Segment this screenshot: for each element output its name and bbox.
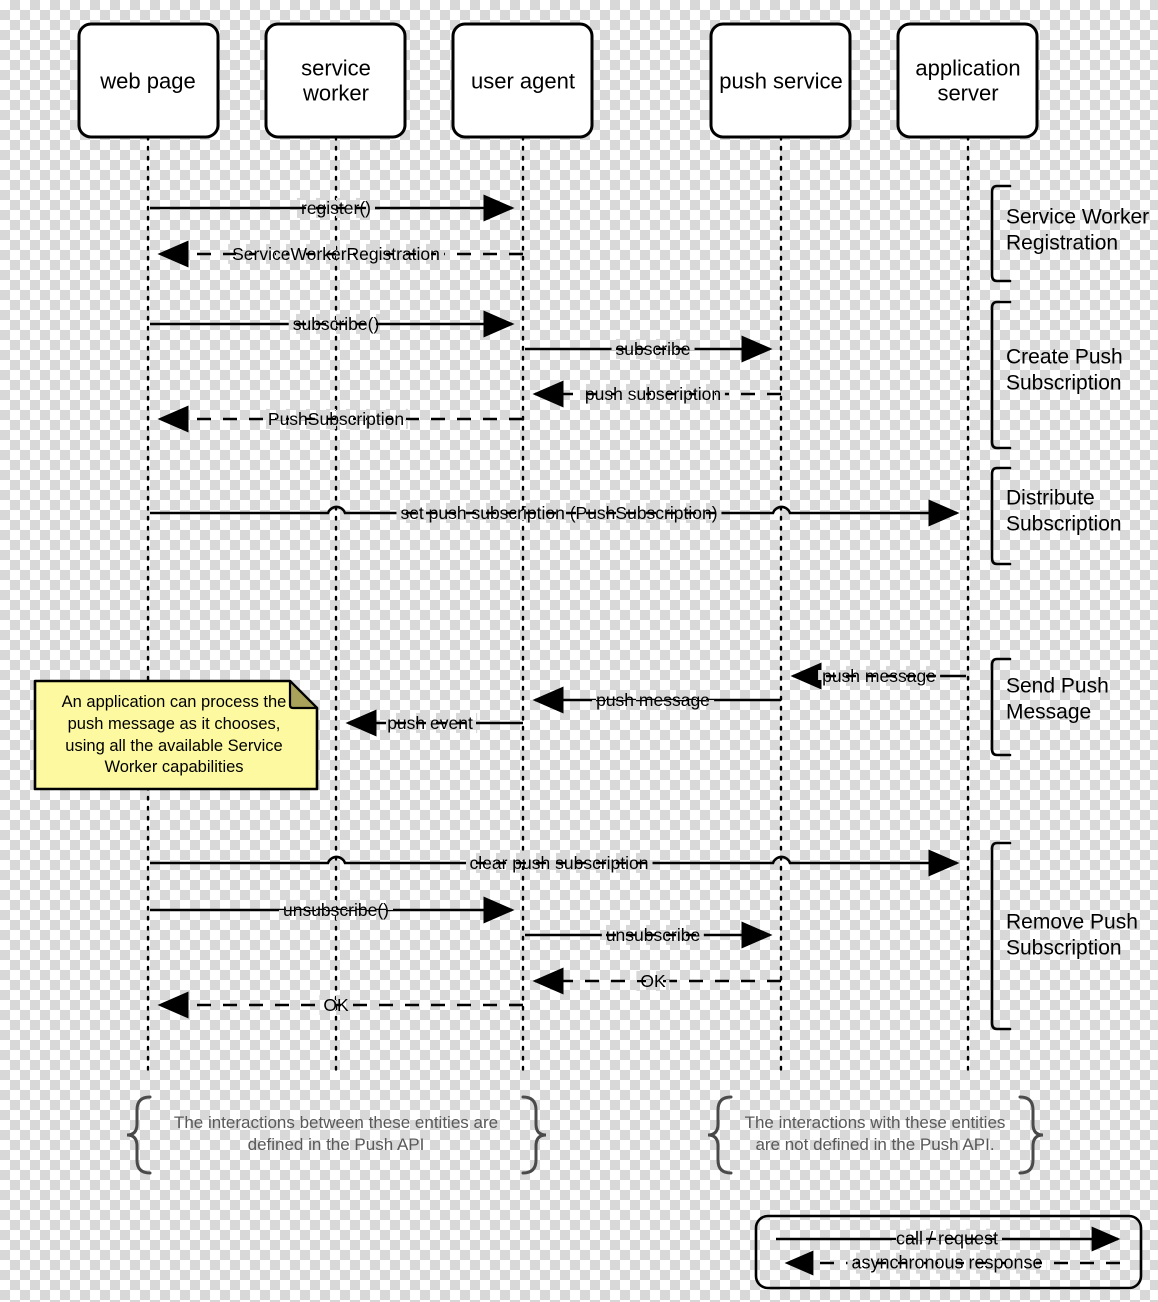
group-label-line: Subscription [1006, 512, 1122, 535]
scope-label-line: are not defined in the Push API. [755, 1135, 995, 1154]
message-label-push-message-to-agent: push message [592, 689, 714, 711]
note-text: An application can process the push mess… [43, 692, 305, 779]
group-bracket-distribute-subscription [990, 466, 1012, 566]
note-line: Worker capabilities [104, 758, 244, 777]
group-label-line: Service Worker [1006, 205, 1150, 229]
actor-label-line: push service [719, 68, 843, 94]
scope-label-line: The interactions with these entities [744, 1112, 1006, 1132]
group-bracket-create-push-subscription [990, 300, 1012, 450]
message-label-unsubscribe: unsubscribe [602, 924, 704, 946]
actor-label-line: server [937, 81, 999, 106]
actor-label-line: service [301, 55, 371, 81]
message-label-subscribe: subscribe [612, 338, 695, 360]
actor-label-service-worker: service worker [301, 56, 371, 107]
group-bracket-service-worker-registration [990, 184, 1012, 283]
note-application-note [33, 679, 319, 791]
scope-brace-outside-left [707, 1095, 733, 1175]
group-bracket-remove-push-subscription [990, 841, 1012, 1031]
legend-label-call-request: call / request [892, 1228, 1002, 1250]
group-label-send-push-message: Send Push Message [1006, 673, 1109, 724]
message-label-unsubscribe-call: unsubscribe() [279, 899, 393, 921]
message-label-set-push-subscription: set push subscription (PushSubscription) [396, 502, 721, 524]
actor-label-push-service: push service [719, 68, 843, 93]
group-label-line: Distribute [1006, 486, 1095, 510]
group-label-line: Registration [1006, 231, 1119, 254]
message-label-push-message-to-service: push message [818, 665, 940, 687]
legend-box [754, 1214, 1143, 1290]
group-label-line: Send Push [1006, 674, 1109, 698]
group-label-line: Create Push [1006, 345, 1123, 369]
message-label-ok-to-page: OK [319, 994, 352, 1016]
actor-label-line: worker [302, 81, 369, 106]
group-label-line: Remove Push [1006, 910, 1138, 934]
group-label-distribute-subscription: Distribute Subscription [1006, 485, 1122, 536]
scope-label-line: defined in the Push API [247, 1135, 425, 1154]
scope-label-outside-push-api: The interactions with these entities are… [745, 1112, 1006, 1156]
group-label-remove-push-subscription: Remove Push Subscription [1006, 909, 1138, 960]
actor-label-line: web page [100, 68, 196, 94]
message-label-register: register() [297, 197, 375, 219]
note-line: using all the available Service [65, 736, 283, 755]
scope-label-push-api: The interactions between these entities … [174, 1112, 498, 1156]
group-label-create-push-subscription: Create Push Subscription [1006, 344, 1123, 395]
message-label-pushsubscription-return: PushSubscription [264, 408, 408, 430]
actor-label-user-agent: user agent [471, 68, 575, 93]
message-label-push-event: push event [383, 712, 477, 734]
actor-label-web-page: web page [100, 68, 195, 93]
scope-brace-push-api-right [521, 1095, 547, 1175]
message-label-service-worker-registration: ServiceWorkerRegistration [228, 243, 444, 265]
actor-label-line: application [915, 55, 1021, 81]
group-label-line: Message [1006, 700, 1092, 723]
scope-brace-push-api-left [126, 1095, 152, 1175]
message-label-clear-push-subscription: clear push subscription [466, 852, 653, 874]
note-line: push message as it chooses, [67, 714, 281, 733]
group-bracket-send-push-message [990, 657, 1012, 757]
actor-label-application-server: application server [915, 56, 1020, 107]
group-label-line: Subscription [1006, 936, 1122, 959]
message-label-ok-from-service: OK [636, 970, 669, 992]
message-label-subscribe-call: subscribe() [289, 313, 384, 335]
legend-label-asynchronous-response: asynchronous response [847, 1252, 1046, 1274]
actor-label-line: user agent [471, 68, 575, 94]
message-label-push-subscription: push subscription [581, 383, 725, 405]
note-line: An application can process the [61, 693, 287, 711]
group-label-service-worker-registration: Service Worker Registration [1006, 204, 1149, 255]
scope-brace-outside-right [1018, 1095, 1044, 1175]
scope-label-line: The interactions between these entities … [173, 1112, 499, 1132]
group-label-line: Subscription [1006, 371, 1122, 394]
